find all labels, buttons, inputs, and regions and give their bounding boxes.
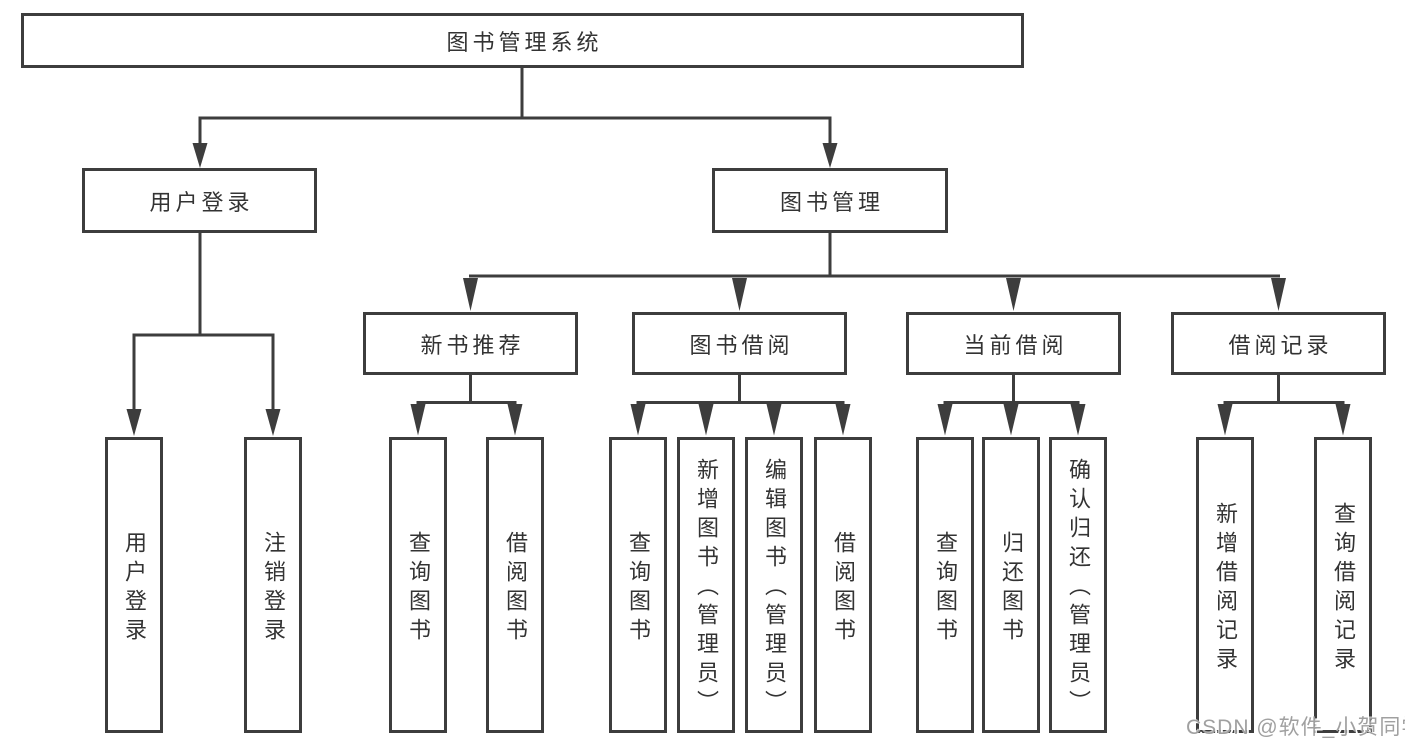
arrowhead-icon bbox=[1271, 278, 1286, 311]
arrowhead-icon bbox=[698, 404, 714, 436]
node-borrow-records: 借阅记录 bbox=[1171, 312, 1386, 375]
leaf-logout: 注销登录 bbox=[244, 437, 302, 733]
arrowhead-icon bbox=[265, 409, 281, 436]
leaf-borrow-books-recommend-label: 借阅图书 bbox=[503, 530, 528, 647]
leaf-borrow-books-label: 借阅图书 bbox=[831, 530, 856, 647]
leaf-user-login-label: 用户登录 bbox=[122, 530, 147, 647]
node-root: 图书管理系统 bbox=[21, 13, 1024, 68]
leaf-user-login: 用户登录 bbox=[105, 437, 163, 733]
arrowhead-icon bbox=[835, 404, 851, 436]
leaf-query-books-borrow-label: 查询图书 bbox=[626, 530, 651, 647]
arrowhead-icon bbox=[766, 404, 782, 436]
leaf-query-books-current: 查询图书 bbox=[916, 437, 974, 733]
node-current-borrow-label: 当前借阅 bbox=[963, 332, 1068, 358]
leaf-edit-books-admin-label: 编辑图书（管理员） bbox=[762, 458, 787, 719]
arrowhead-icon bbox=[126, 409, 142, 436]
node-new-book-recommend-label: 新书推荐 bbox=[420, 332, 525, 358]
arrowhead-icon bbox=[410, 404, 426, 436]
connector-root bbox=[192, 66, 838, 168]
leaf-return-books-label: 归还图书 bbox=[999, 530, 1024, 647]
leaf-query-books-recommend: 查询图书 bbox=[389, 437, 447, 733]
node-book-management-label: 图书管理 bbox=[779, 189, 884, 215]
leaf-confirm-return-admin: 确认归还（管理员） bbox=[1049, 437, 1107, 733]
leaf-logout-label: 注销登录 bbox=[261, 530, 286, 647]
leaf-borrow-books: 借阅图书 bbox=[814, 437, 872, 733]
arrowhead-icon bbox=[1003, 404, 1019, 436]
connector-user-login bbox=[126, 231, 281, 436]
connector-new-book bbox=[410, 373, 523, 436]
connector-book-management bbox=[463, 232, 1286, 311]
leaf-confirm-return-admin-label: 确认归还（管理员） bbox=[1066, 458, 1091, 719]
arrowhead-icon bbox=[630, 404, 646, 436]
leaf-query-borrow-record-label: 查询借阅记录 bbox=[1331, 501, 1356, 676]
leaf-add-books-admin-label: 新增图书（管理员） bbox=[694, 458, 719, 719]
node-borrow-records-label: 借阅记录 bbox=[1228, 332, 1333, 358]
node-current-borrow: 当前借阅 bbox=[906, 312, 1121, 375]
arrowhead-icon bbox=[937, 404, 953, 436]
csdn-watermark: CSDN @软件_小贺同学 bbox=[1186, 716, 1405, 739]
node-book-borrow: 图书借阅 bbox=[632, 312, 847, 375]
arrowhead-icon bbox=[192, 143, 208, 168]
arrowhead-icon bbox=[507, 404, 523, 436]
connector-borrow-records bbox=[1217, 373, 1351, 436]
leaf-return-books: 归还图书 bbox=[982, 437, 1040, 733]
node-book-management: 图书管理 bbox=[712, 168, 948, 233]
leaf-query-books-borrow: 查询图书 bbox=[609, 437, 667, 733]
node-user-login-label: 用户登录 bbox=[149, 189, 254, 215]
leaf-query-books-current-label: 查询图书 bbox=[933, 530, 958, 647]
leaf-query-borrow-record: 查询借阅记录 bbox=[1314, 437, 1372, 733]
arrowhead-icon bbox=[1070, 404, 1086, 436]
node-user-login: 用户登录 bbox=[82, 168, 317, 233]
leaf-add-books-admin: 新增图书（管理员） bbox=[677, 437, 735, 733]
leaf-query-books-recommend-label: 查询图书 bbox=[406, 530, 431, 647]
arrowhead-icon bbox=[1335, 404, 1351, 436]
connector-book-borrow bbox=[630, 373, 851, 436]
leaf-edit-books-admin: 编辑图书（管理员） bbox=[745, 437, 803, 733]
arrowhead-icon bbox=[822, 143, 838, 168]
connector-current-borrow bbox=[937, 373, 1086, 436]
arrowhead-icon bbox=[732, 278, 747, 311]
arrowhead-icon bbox=[463, 278, 478, 311]
leaf-borrow-books-recommend: 借阅图书 bbox=[486, 437, 544, 733]
leaf-add-borrow-record: 新增借阅记录 bbox=[1196, 437, 1254, 733]
node-book-borrow-label: 图书借阅 bbox=[689, 332, 794, 358]
arrowhead-icon bbox=[1006, 278, 1021, 311]
node-root-label: 图书管理系统 bbox=[446, 29, 603, 55]
node-new-book-recommend: 新书推荐 bbox=[363, 312, 578, 375]
leaf-add-borrow-record-label: 新增借阅记录 bbox=[1213, 501, 1238, 676]
arrowhead-icon bbox=[1217, 404, 1233, 436]
